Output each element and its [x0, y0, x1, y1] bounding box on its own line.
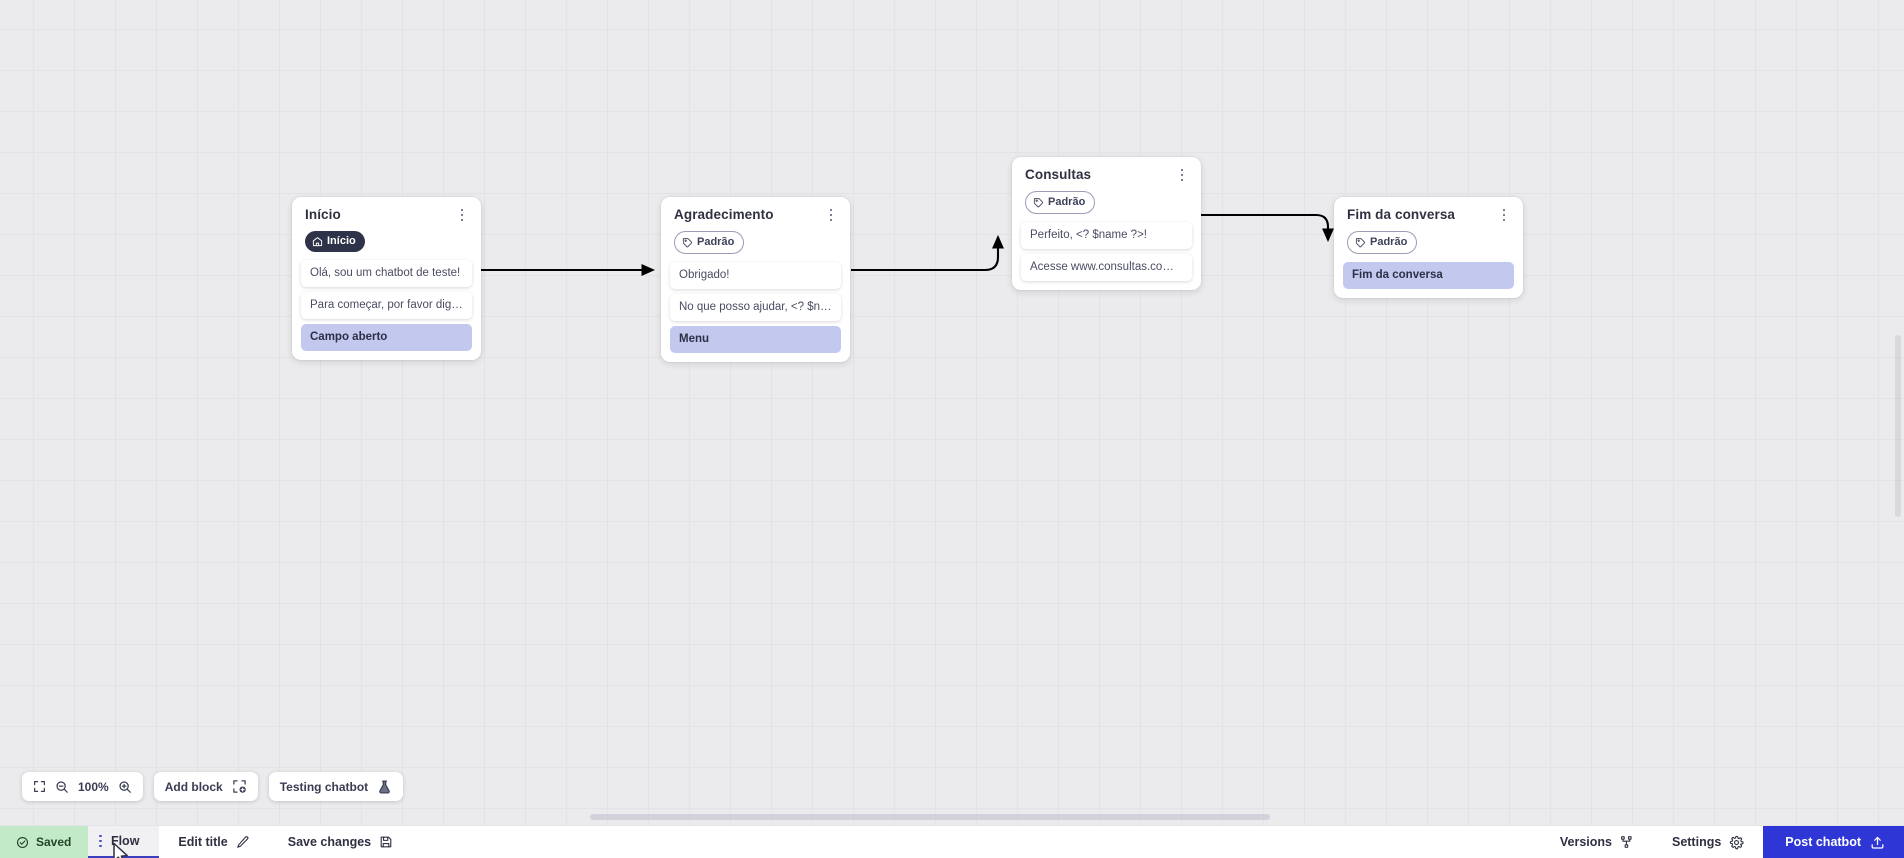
- tag-icon: [1355, 238, 1366, 248]
- node-menu-button[interactable]: [454, 206, 470, 224]
- flow-node-agradecimento[interactable]: Agradecimento Padrão Obrigado! No que po…: [661, 197, 850, 362]
- node-badge-row: Padrão: [670, 224, 841, 254]
- flow-canvas[interactable]: Início Início Olá, sou um chatbot de tes…: [0, 0, 1904, 825]
- node-messages: Fim da conversa: [1343, 262, 1514, 289]
- pencil-icon: [236, 836, 249, 848]
- node-message[interactable]: Acesse www.consultas.com par...: [1021, 254, 1192, 281]
- floppy-disk-icon: [380, 836, 392, 848]
- flow-node-inicio[interactable]: Início Início Olá, sou um chatbot de tes…: [292, 197, 481, 360]
- node-option[interactable]: Menu: [670, 326, 841, 353]
- flow-connectors: [481, 213, 1335, 277]
- add-block-icon: [232, 779, 247, 794]
- status-bar: Saved Flow Edit title Save changes Versi…: [0, 825, 1904, 858]
- node-message[interactable]: Para começar, por favor digite o ...: [301, 292, 472, 319]
- saved-label: Saved: [36, 835, 72, 849]
- node-header: Agradecimento: [670, 207, 841, 224]
- save-changes-label: Save changes: [287, 835, 372, 849]
- post-chatbot-button[interactable]: Post chatbot: [1763, 826, 1904, 858]
- testing-chatbot-label: Testing chatbot: [279, 779, 369, 794]
- node-header: Fim da conversa: [1343, 207, 1514, 224]
- node-header: Início: [301, 207, 472, 224]
- edit-title-button[interactable]: Edit title: [159, 826, 268, 858]
- node-title: Agradecimento: [674, 207, 774, 222]
- tab-flow-label: Flow: [110, 834, 140, 848]
- canvas-toolbar: 100% Add block Testing: [22, 772, 404, 801]
- node-badge-label: Padrão: [697, 236, 735, 248]
- edge-agradecimento-consultas: [851, 234, 1005, 272]
- drag-handle-icon[interactable]: [99, 834, 102, 848]
- node-badge-padrao[interactable]: Padrão: [674, 231, 745, 254]
- node-badge-label: Padrão: [1048, 196, 1086, 208]
- node-message[interactable]: Obrigado!: [670, 262, 841, 289]
- tag-icon: [1033, 198, 1044, 208]
- node-badge-padrao[interactable]: Padrão: [1347, 231, 1418, 254]
- horizontal-scrollbar[interactable]: [590, 814, 1270, 820]
- flask-icon: [377, 779, 392, 795]
- zoom-in-icon[interactable]: [118, 780, 132, 794]
- node-badge-row: Início: [301, 224, 472, 252]
- node-option[interactable]: Fim da conversa: [1343, 262, 1514, 289]
- node-badge-label: Início: [327, 235, 356, 247]
- save-changes-button[interactable]: Save changes: [269, 826, 412, 858]
- node-badge-row: Padrão: [1343, 224, 1514, 254]
- settings-button[interactable]: Settings: [1653, 826, 1763, 858]
- zoom-controls: 100%: [22, 772, 143, 801]
- node-menu-button[interactable]: [1174, 166, 1190, 184]
- versions-button[interactable]: Versions: [1541, 826, 1653, 858]
- node-menu-button[interactable]: [1496, 206, 1512, 224]
- tag-icon: [682, 238, 693, 248]
- versions-label: Versions: [1559, 835, 1612, 849]
- node-option[interactable]: Campo aberto: [301, 324, 472, 351]
- check-circle-icon: [16, 836, 29, 848]
- node-menu-button[interactable]: [823, 206, 839, 224]
- node-messages: Perfeito, <? $name ?>! Acesse www.consul…: [1021, 222, 1192, 281]
- statusbar-spacer: [412, 826, 1541, 858]
- node-title: Fim da conversa: [1347, 207, 1456, 222]
- branch-icon: [1621, 836, 1632, 848]
- node-header: Consultas: [1021, 167, 1192, 184]
- post-chatbot-label: Post chatbot: [1785, 835, 1861, 849]
- node-badge-row: Padrão: [1021, 184, 1192, 214]
- upload-icon: [1871, 836, 1884, 849]
- edge-consultas-fim: [1201, 213, 1335, 243]
- tab-flow[interactable]: Flow: [88, 826, 160, 858]
- node-title: Consultas: [1025, 167, 1092, 182]
- node-badge-padrao[interactable]: Padrão: [1025, 191, 1096, 214]
- node-message[interactable]: Olá, sou um chatbot de teste!: [301, 260, 472, 287]
- add-block-label: Add block: [164, 779, 223, 794]
- node-message[interactable]: Perfeito, <? $name ?>!: [1021, 222, 1192, 249]
- edit-title-label: Edit title: [178, 835, 228, 849]
- flow-node-fim-da-conversa[interactable]: Fim da conversa Padrão Fim da conversa: [1334, 197, 1523, 298]
- mouse-cursor: [113, 842, 128, 858]
- home-icon: [312, 237, 323, 247]
- node-title: Início: [305, 207, 341, 222]
- fullscreen-icon[interactable]: [33, 780, 46, 793]
- add-block-button[interactable]: Add block: [153, 772, 258, 801]
- node-message[interactable]: No que posso ajudar, <? $name ...: [670, 294, 841, 321]
- node-messages: Obrigado! No que posso ajudar, <? $name …: [670, 262, 841, 353]
- flow-node-consultas[interactable]: Consultas Padrão Perfeito, <? $name ?>! …: [1012, 157, 1201, 290]
- saved-status: Saved: [0, 826, 89, 858]
- vertical-scrollbar[interactable]: [1895, 335, 1901, 517]
- zoom-level: 100%: [78, 779, 109, 794]
- zoom-out-icon[interactable]: [55, 780, 69, 794]
- gear-icon: [1730, 835, 1744, 849]
- settings-label: Settings: [1671, 835, 1722, 849]
- node-messages: Olá, sou um chatbot de teste! Para começ…: [301, 260, 472, 351]
- node-badge-inicio[interactable]: Início: [305, 231, 365, 252]
- testing-chatbot-button[interactable]: Testing chatbot: [268, 772, 404, 801]
- node-badge-label: Padrão: [1370, 236, 1408, 248]
